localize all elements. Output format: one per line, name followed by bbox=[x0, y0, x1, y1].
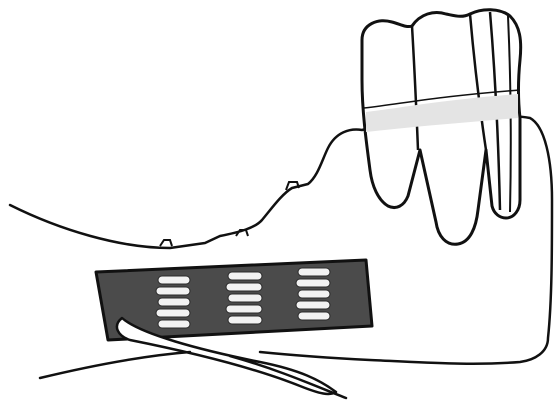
tongue-contour bbox=[40, 352, 190, 378]
film-stack-2 bbox=[226, 272, 262, 324]
film-stack-3 bbox=[296, 268, 330, 320]
film-stack-1 bbox=[156, 276, 190, 328]
gum-notch-1 bbox=[160, 240, 172, 246]
